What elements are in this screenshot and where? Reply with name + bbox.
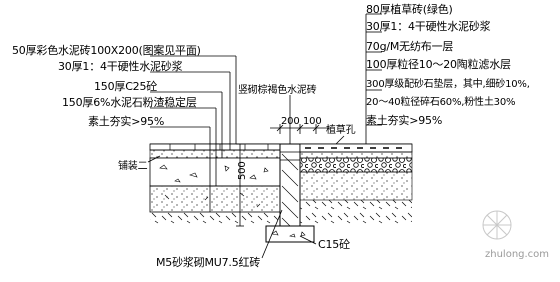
right-label-6: 20～40粒径碎石60%,粉性土30% <box>366 97 516 108</box>
left-mortar-layer <box>149 149 281 159</box>
center-label: 竖砌棕褐色水泥砖 <box>238 85 317 96</box>
right-label-7: 素土夯实>95% <box>366 114 443 127</box>
dimension-100: 100 <box>303 116 322 127</box>
right-label-4: 100厚粒径10～20陶粒滤水层 <box>366 58 511 71</box>
right-ceramsite-layer <box>299 157 413 173</box>
left-paving-tiles <box>149 143 281 151</box>
left-soil-layer <box>150 212 280 226</box>
c15-footing <box>265 225 315 243</box>
left-label-3: 150厚C25砼 <box>94 80 158 93</box>
dimension-200: 200 <box>281 116 300 127</box>
c15-leader <box>299 235 317 245</box>
right-soil-layer <box>300 200 412 226</box>
paving-leader <box>147 155 161 163</box>
m5-leader <box>261 209 283 259</box>
right-grass-pavers <box>299 143 413 153</box>
left-label-1: 50厚彩色水泥砖100X200(图案见平面) <box>12 44 201 57</box>
left-label-5: 素土夯实>95% <box>88 115 165 128</box>
left-stabilized-layer <box>149 185 281 213</box>
planting-hole-label: 植草孔 <box>326 125 356 136</box>
watermark-text: zhulong.com <box>485 249 550 260</box>
right-label-2: 30厚1：4干硬性水泥砂浆 <box>366 20 491 33</box>
right-mortar-layer <box>299 151 413 159</box>
planting-hole-leader <box>335 135 345 145</box>
vertical-dimension <box>236 143 244 227</box>
right-gravel-bed <box>299 171 413 201</box>
watermark-logo <box>482 210 512 240</box>
c15-label: C15砼 <box>318 238 350 251</box>
right-leaders <box>365 13 382 144</box>
right-label-1: 80厚植草砖(绿色) <box>366 3 453 16</box>
dimension-500: 500 <box>237 161 248 181</box>
left-label-2: 30厚1：4干硬性水泥砂浆 <box>58 60 183 73</box>
m5-label: M5砂浆砌MU7.5红砖 <box>156 256 261 269</box>
top-dimension <box>270 124 330 134</box>
left-concrete-layer <box>149 157 281 187</box>
left-leaders <box>150 55 237 212</box>
right-label-3: 70g/M无纺布一层 <box>366 40 454 53</box>
right-label-5: 300厚级配砂石垫层，其中,细砂10%, <box>366 79 530 90</box>
left-label-4: 150厚6%水泥石粉渣稳定层 <box>62 96 197 109</box>
paving-label: 铺装二 <box>118 161 148 172</box>
